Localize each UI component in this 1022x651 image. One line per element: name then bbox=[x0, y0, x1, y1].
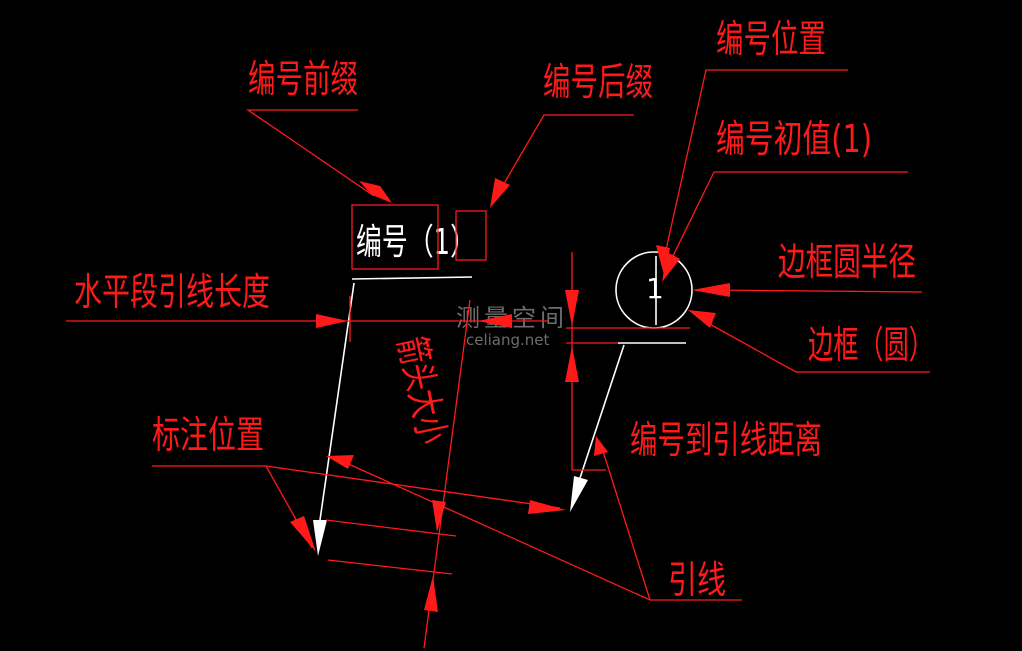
suffix-frame bbox=[455, 210, 487, 261]
label-number-position: 编号位置 bbox=[716, 17, 826, 61]
label-leader: 引线 bbox=[668, 558, 726, 602]
annotation-leaders bbox=[66, 69, 930, 649]
label-number-prefix: 编号前缀 bbox=[248, 57, 358, 101]
leader-geometry: 1 bbox=[313, 251, 693, 556]
prefix-frame bbox=[351, 204, 439, 270]
sample-number-text: 编号（1） bbox=[356, 222, 476, 263]
label-arrow-size: 箭头大小 bbox=[389, 333, 454, 448]
label-horizontal-leader-length: 水平段引线长度 bbox=[74, 270, 270, 314]
label-mark-position: 标注位置 bbox=[152, 413, 264, 457]
label-frame-circle: 边框（圆） bbox=[808, 323, 934, 367]
circle-number: 1 bbox=[646, 272, 664, 305]
label-circle-radius: 边框圆半径 bbox=[778, 240, 916, 284]
watermark-en: celiang.net bbox=[466, 331, 550, 349]
label-number-suffix: 编号后缀 bbox=[543, 60, 653, 104]
label-number-initial: 编号初值(1) bbox=[716, 117, 872, 161]
label-number-to-leader-distance: 编号到引线距离 bbox=[630, 418, 822, 462]
